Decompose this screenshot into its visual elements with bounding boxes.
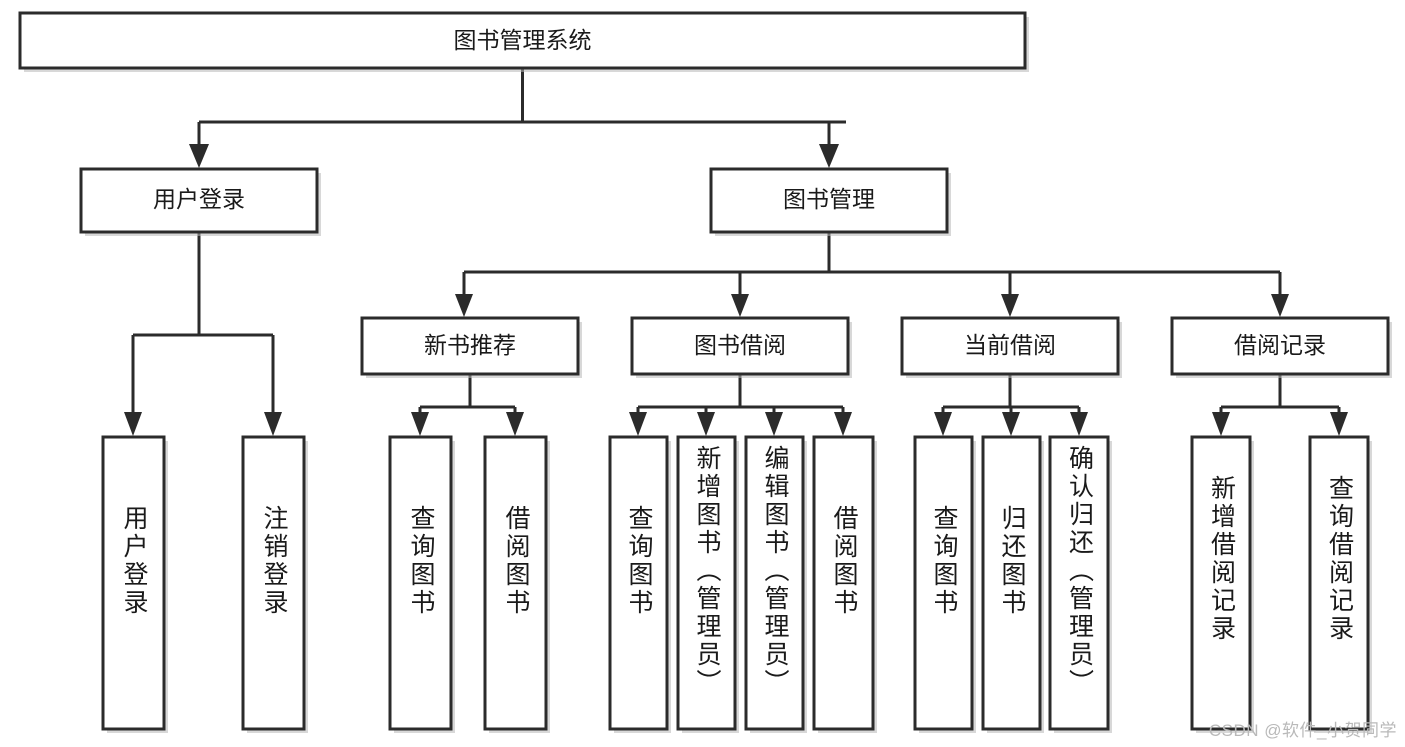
arrowhead-leaf-add-borrow-record xyxy=(1212,412,1230,436)
leaf-node-query-book-borrow[interactable] xyxy=(608,435,671,733)
leaf-query-book-current-box[interactable] xyxy=(913,435,974,731)
arrowhead-leaf-borrow-book-recommend xyxy=(506,412,524,436)
leaf-node-query-book-recommend[interactable] xyxy=(388,435,455,733)
arrowhead-current-borrow xyxy=(1001,294,1019,317)
arrowhead-leaf-return-book xyxy=(1002,412,1020,436)
user-login-box[interactable] xyxy=(79,167,319,234)
user-login-label: 用户登录 xyxy=(153,186,245,212)
node-user-login[interactable]: 用户登录 xyxy=(79,167,321,236)
leaf-node-query-book-current[interactable] xyxy=(913,435,976,733)
leaf-logout-login-box[interactable] xyxy=(241,435,306,731)
root-box[interactable] xyxy=(18,11,1027,70)
leaf-edit-book-admin-box[interactable] xyxy=(744,435,805,731)
leaf-node-return-book[interactable] xyxy=(981,435,1044,733)
connector-group-current-borrow xyxy=(934,374,1088,436)
node-new-book-recommend[interactable]: 新书推荐 xyxy=(360,316,582,378)
leaf-add-borrow-record-box[interactable] xyxy=(1190,435,1252,731)
node-book-manage[interactable]: 图书管理 xyxy=(709,167,951,236)
arrowhead-user-login xyxy=(189,144,209,168)
connector-group-book-manage xyxy=(455,232,1289,317)
arrowhead-leaf-query-book-current xyxy=(934,412,952,436)
node-book-borrow[interactable]: 图书借阅 xyxy=(630,316,852,378)
leaf-borrow-book-box[interactable] xyxy=(812,435,875,731)
leaf-node-edit-book-admin[interactable] xyxy=(744,435,807,733)
arrowhead-book-manage xyxy=(819,144,839,168)
current-borrow-label: 当前借阅 xyxy=(964,332,1056,358)
borrow-record-label: 借阅记录 xyxy=(1234,332,1326,358)
connector-group-borrow-record xyxy=(1212,374,1348,436)
leaf-query-book-recommend-box[interactable] xyxy=(388,435,453,731)
connector-group-book-borrow xyxy=(629,374,852,436)
arrowhead-leaf-user-login xyxy=(124,412,142,436)
leaf-node-borrow-book-recommend[interactable] xyxy=(483,435,550,733)
leaf-return-book-box[interactable] xyxy=(981,435,1042,731)
watermark-text: CSDN @软件_小贺同学 xyxy=(1208,721,1397,740)
arrowhead-leaf-query-book-recommend xyxy=(411,412,429,436)
book-borrow-box[interactable] xyxy=(630,316,850,376)
leaf-node-query-borrow-record[interactable] xyxy=(1308,435,1372,733)
connector-group-new-book-recommend xyxy=(411,374,524,436)
leaf-add-book-admin-box[interactable] xyxy=(676,435,737,731)
book-manage-label: 图书管理 xyxy=(783,186,875,212)
arrowhead-leaf-borrow-book xyxy=(834,412,852,436)
arrowhead-leaf-query-book-borrow xyxy=(629,412,647,436)
leaf-node-confirm-return-admin[interactable] xyxy=(1048,435,1112,733)
arrowhead-book-borrow xyxy=(731,294,749,317)
current-borrow-box[interactable] xyxy=(900,316,1120,376)
leaf-query-book-borrow-box[interactable] xyxy=(608,435,669,731)
arrowhead-leaf-logout-login xyxy=(264,412,282,436)
connector-group-root xyxy=(189,68,846,168)
node-borrow-record[interactable]: 借阅记录 xyxy=(1170,316,1392,378)
arrowhead-leaf-add-book-admin xyxy=(697,412,715,436)
borrow-record-box[interactable] xyxy=(1170,316,1390,376)
arrowhead-leaf-confirm-return-admin xyxy=(1070,412,1088,436)
new-book-recommend-label: 新书推荐 xyxy=(424,332,516,358)
leaf-node-add-book-admin[interactable] xyxy=(676,435,739,733)
node-current-borrow[interactable]: 当前借阅 xyxy=(900,316,1122,378)
leaf-confirm-return-admin-box[interactable] xyxy=(1048,435,1110,731)
leaf-borrow-book-recommend-box[interactable] xyxy=(483,435,548,731)
node-root[interactable]: 图书管理系统 xyxy=(18,11,1029,72)
leaf-node-user-login[interactable] xyxy=(101,435,168,733)
leaf-node-borrow-book[interactable] xyxy=(812,435,877,733)
connector-group-user-login xyxy=(124,232,282,436)
arrowhead-new-book-recommend xyxy=(455,294,473,317)
leaf-query-borrow-record-box[interactable] xyxy=(1308,435,1370,731)
book-borrow-label: 图书借阅 xyxy=(694,332,786,358)
root-label: 图书管理系统 xyxy=(454,27,592,53)
new-book-recommend-box[interactable] xyxy=(360,316,580,376)
arrowhead-borrow-record xyxy=(1271,294,1289,317)
arrowhead-leaf-query-borrow-record xyxy=(1330,412,1348,436)
arrowhead-leaf-edit-book-admin xyxy=(765,412,783,436)
leaf-user-login-box[interactable] xyxy=(101,435,166,731)
book-manage-box[interactable] xyxy=(709,167,949,234)
leaf-node-add-borrow-record[interactable] xyxy=(1190,435,1254,733)
leaf-node-logout-login[interactable] xyxy=(241,435,308,733)
